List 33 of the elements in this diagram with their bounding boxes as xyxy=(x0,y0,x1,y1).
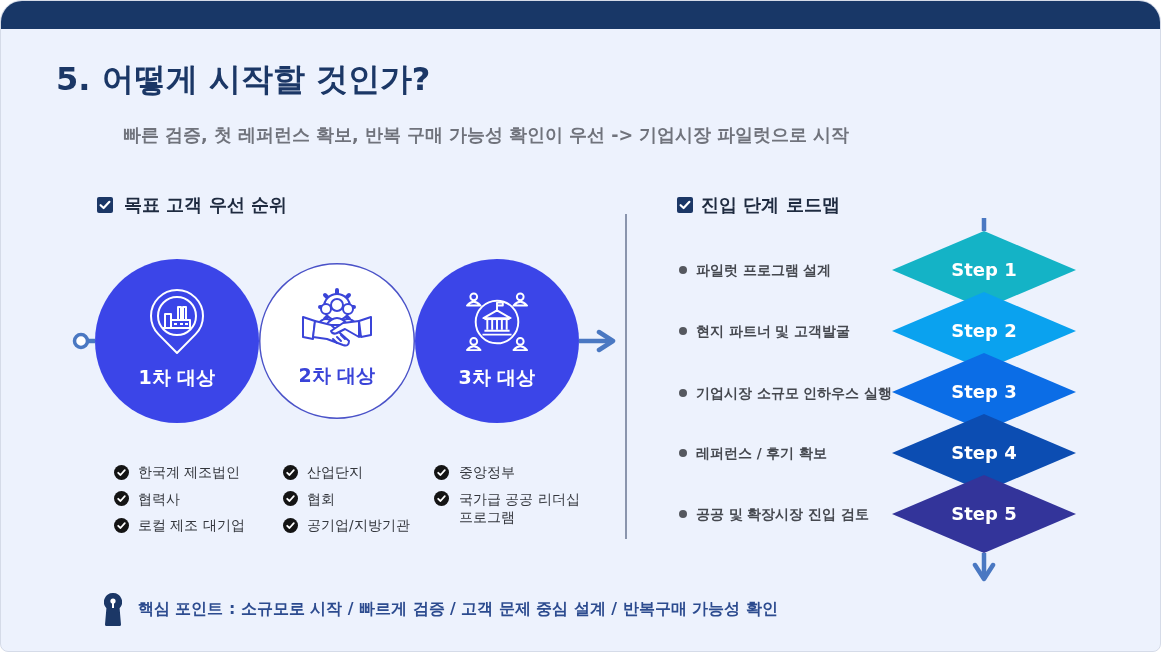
arrow xyxy=(579,329,616,353)
step-label: Step 2 xyxy=(951,319,1017,343)
checklist-item: 로컬 제조 대기업 xyxy=(138,516,245,534)
checklist-item: 공기업/지방기관 xyxy=(307,516,410,534)
checklist-item: 중앙정부 xyxy=(459,463,515,481)
step-description: 공공 및 확장시장 진입 검토 xyxy=(696,505,869,524)
key-point-note: 핵심 포인트 : 소규모로 시작 / 빠르게 검증 / 고객 문제 중심 설계 / 반복구매 가능성 확인 xyxy=(138,598,778,620)
arrow xyxy=(972,553,996,582)
target-label: 1차 대상 xyxy=(138,365,216,389)
step-diamond xyxy=(892,475,1076,553)
step-label: Step 5 xyxy=(951,502,1017,526)
step-label: Step 3 xyxy=(951,380,1017,404)
step-label: Step 1 xyxy=(951,258,1017,282)
title: 5. 어떻게 시작할 것인가? xyxy=(56,59,431,100)
step-label: Step 4 xyxy=(951,441,1017,465)
step-description: 파일럿 프로그램 설계 xyxy=(696,261,832,280)
target-label: 2차 대상 xyxy=(298,363,376,387)
target-circle xyxy=(95,259,259,423)
connector-line xyxy=(72,332,95,350)
section-heading: 진입 단계 로드맵 xyxy=(701,193,840,217)
checklist-item: 협력사 xyxy=(138,489,180,508)
checklist-item: 산업단지 xyxy=(307,463,363,481)
step-description: 현지 파트너 및 고객발굴 xyxy=(696,322,851,341)
target-label: 3차 대상 xyxy=(458,365,536,389)
section-heading: 목표 고객 우선 순위 xyxy=(124,193,287,217)
subtitle: 빠른 검증, 첫 레퍼런스 확보, 반복 구매 가능성 확인이 우선 -> 기업시장 파일럿으로 시작 xyxy=(123,124,850,147)
step-description: 레퍼런스 / 후기 확보 xyxy=(696,444,828,463)
step-description: 기업시장 소규모 인하우스 실행 xyxy=(696,384,893,403)
target-circle xyxy=(415,259,579,423)
checklist-item: 국가급 공공 리더십 프로그램 xyxy=(459,489,581,526)
target-circle xyxy=(259,263,415,419)
checklist-item: 협회 xyxy=(307,489,335,508)
checklist-item: 한국계 제조법인 xyxy=(138,463,241,481)
